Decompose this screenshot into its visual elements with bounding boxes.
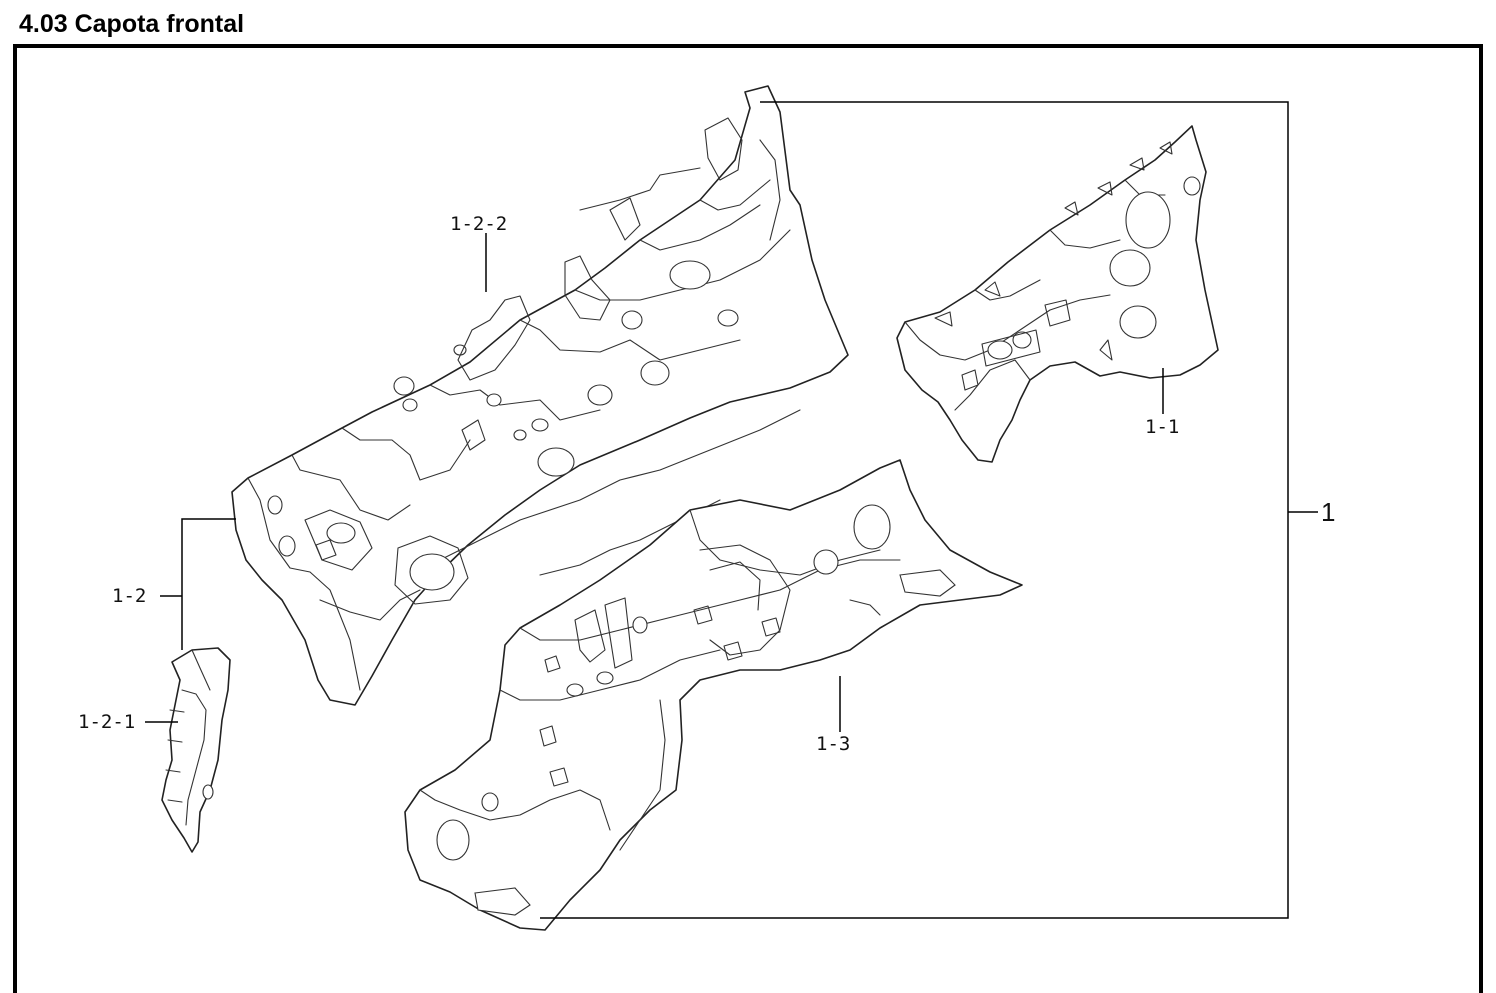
callout-1-1: 1-1 (1145, 416, 1179, 438)
callout-1: 1 (1321, 497, 1335, 527)
part-1-1-reinforcement (896, 125, 1219, 463)
part-1-3-lower-panel (404, 459, 1023, 931)
callout-1-2: 1-2 (112, 585, 146, 607)
leader-lines (145, 101, 1318, 919)
leader-1-2-bracket (181, 518, 236, 650)
diagram-frame (13, 44, 1483, 993)
page-title: 4.03 Capota frontal (19, 10, 245, 38)
leader-1-bracket (540, 101, 1289, 919)
part-1-2-2-dash-panel (231, 85, 849, 706)
part-1-2-1-bracket (161, 647, 231, 853)
callout-1-2-1: 1-2-1 (78, 711, 135, 733)
callout-1-3: 1-3 (816, 733, 850, 755)
callout-1-2-2: 1-2-2 (450, 213, 507, 235)
